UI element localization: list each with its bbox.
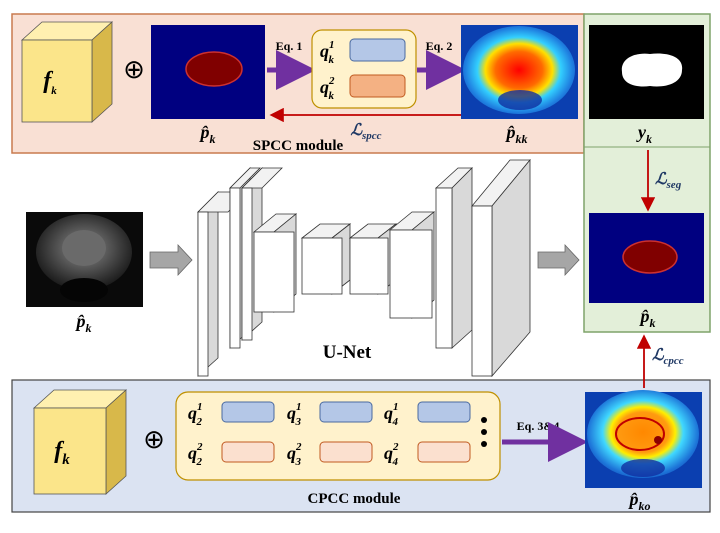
cpcc-output-heatmap — [585, 390, 702, 488]
q-3-2-slot — [319, 441, 373, 463]
q-4-2-slot — [417, 441, 471, 463]
q-k-2-slot — [349, 74, 406, 98]
seg-loss-label: ℒseg — [655, 171, 682, 191]
cpcc-module-title: CPCC module — [308, 491, 401, 507]
unet-section: p̂k — [26, 158, 580, 378]
more-prototypes-dots-icon — [481, 417, 487, 447]
cpcc-feature-cube — [32, 389, 128, 495]
unet-encoder — [197, 167, 352, 377]
cpcc-loss-label: ℒcpcc — [652, 347, 684, 367]
cpcc-oplus-icon: ⊕ — [143, 425, 165, 455]
q-2-2-slot — [221, 441, 275, 463]
eq34-label: Eq. 3&4 — [517, 419, 560, 433]
ground-truth-image — [589, 25, 704, 119]
spcc-prediction-image — [151, 25, 265, 119]
q-3-1-slot — [319, 401, 373, 423]
spcc-output-heatmap — [461, 25, 578, 119]
spcc-feature-label: fk — [43, 68, 57, 97]
output-arrow — [537, 243, 580, 277]
spcc-module-title: SPCC module — [253, 138, 344, 154]
right-panel: yk ℒseg p̂k — [583, 13, 711, 333]
unet-prediction-image — [589, 213, 704, 303]
mri-input-image — [26, 212, 143, 307]
spcc-output-label: p̂kk — [505, 122, 528, 146]
input-arrow — [149, 243, 193, 277]
unet-prediction-label: p̂k — [639, 306, 656, 330]
spcc-prediction-label: p̂k — [199, 122, 216, 146]
spcc-feature-cube — [20, 21, 114, 123]
q-k-1-slot — [349, 38, 406, 62]
input-image-label: p̂k — [75, 311, 92, 335]
eq1-label: Eq. 1 — [276, 39, 303, 53]
spcc-loss-label: ℒspcc — [350, 122, 381, 142]
eq2-label: Eq. 2 — [426, 39, 453, 53]
q-2-1-slot — [221, 401, 275, 423]
cpcc-feature-label: fk — [54, 438, 70, 468]
unet-title: U-Net — [323, 342, 372, 363]
cpcc-output-label: p̂ko — [628, 489, 651, 513]
unet-decoder — [348, 158, 531, 378]
ground-truth-label: yk — [636, 122, 652, 146]
spcc-oplus-icon: ⊕ — [123, 55, 145, 85]
q-4-1-slot — [417, 401, 471, 423]
